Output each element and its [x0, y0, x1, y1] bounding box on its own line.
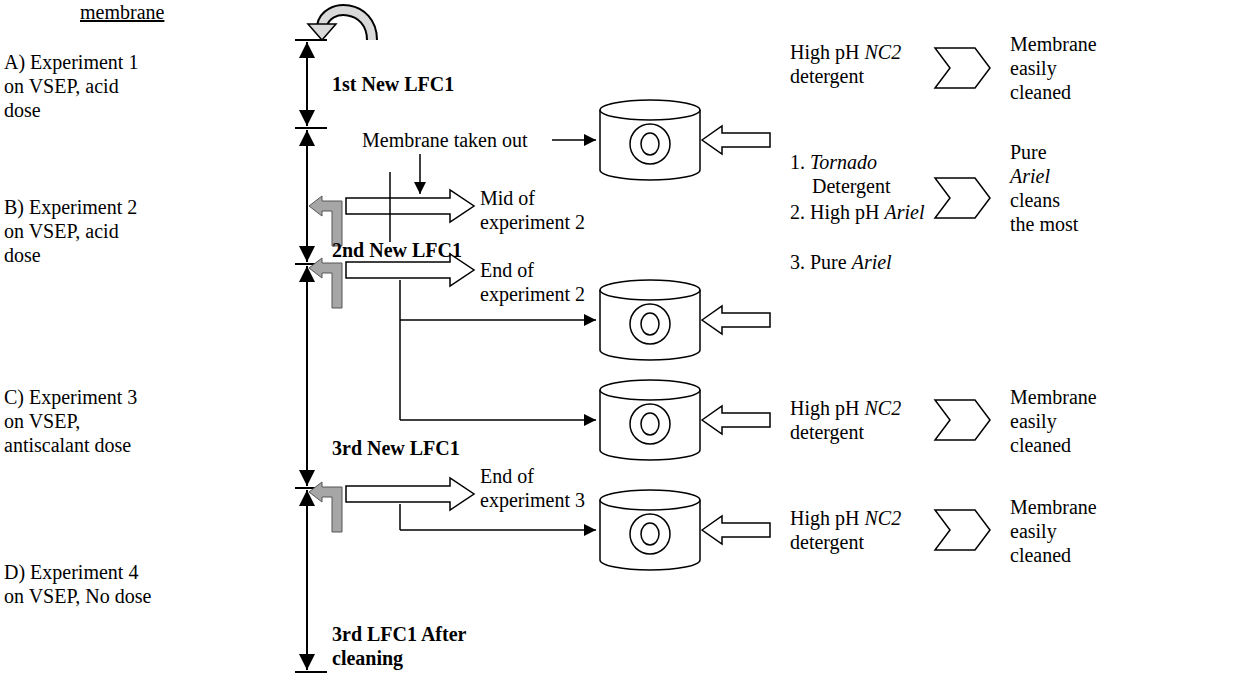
cleaning-vessel [600, 280, 770, 360]
result-chevron [935, 400, 990, 440]
membrane-stage: 3rd New LFC1 [332, 436, 502, 460]
detergent-note: High pH NC2 detergent [790, 40, 920, 88]
membrane-hole [641, 133, 659, 155]
result-note: Membrane easily cleaned [1010, 32, 1120, 104]
inflow-arrow [702, 306, 770, 334]
membrane-disc [630, 304, 670, 344]
arrow-note: End of experiment 2 [480, 258, 595, 306]
membrane-hole [641, 523, 659, 545]
heading-note: membrane [80, 0, 200, 24]
timeline-ticks [295, 40, 327, 672]
result-note: Membrane easily cleaned [1010, 495, 1120, 567]
vessel-top [600, 490, 700, 510]
detergent-list-item: 2. High pH Ariel [790, 200, 947, 224]
experiment-label: D) Experiment 4 on VSEP, No dose [4, 560, 154, 608]
detergent-list-item: 3. Pure Ariel [790, 250, 947, 274]
white-block-arrow [346, 190, 474, 510]
timeline-span [306, 42, 308, 670]
result-chevron [935, 510, 990, 550]
membrane-disc [630, 124, 670, 164]
experiment-label: C) Experiment 3 on VSEP, antiscalant dos… [4, 385, 154, 457]
arrow-note: Membrane taken out [362, 128, 548, 152]
result-chevron [935, 178, 990, 218]
experiment-label: A) Experiment 1 on VSEP, acid dose [4, 50, 154, 122]
inflow-arrow [702, 126, 770, 154]
arrow-note: End of experiment 3 [480, 464, 595, 512]
membrane-hole [641, 413, 659, 435]
membrane-stage: 2nd New LFC1 [332, 238, 502, 262]
experiment-label: B) Experiment 2 on VSEP, acid dose [4, 195, 154, 267]
vessel-top [600, 380, 700, 400]
detergent-list-item: 1. Tornado Detergent [790, 150, 947, 198]
result-chevron [935, 48, 990, 88]
membrane-disc [630, 514, 670, 554]
membrane-disc [630, 404, 670, 444]
cleaning-vessel [600, 490, 770, 570]
curved-arrow-head [308, 24, 336, 40]
result-note: Pure Ariel cleans the most [1010, 140, 1085, 236]
detergent-note: High pH NC2 detergent [790, 506, 920, 554]
cleaning-vessel [600, 100, 770, 180]
membrane-stage: 3rd LFC1 After cleaning [332, 622, 482, 670]
cleaning-vessel [600, 380, 770, 460]
arrow-note: Mid of experiment 2 [480, 186, 595, 234]
result-note: Membrane easily cleaned [1010, 385, 1120, 457]
inflow-arrow [702, 406, 770, 434]
leader-line [390, 140, 596, 530]
detergent-note: High pH NC2 detergent [790, 396, 920, 444]
vessel-top [600, 280, 700, 300]
vessel-top [600, 100, 700, 120]
membrane-stage: 1st New LFC1 [332, 72, 502, 96]
inflow-arrow [702, 516, 770, 544]
membrane-hole [641, 313, 659, 335]
